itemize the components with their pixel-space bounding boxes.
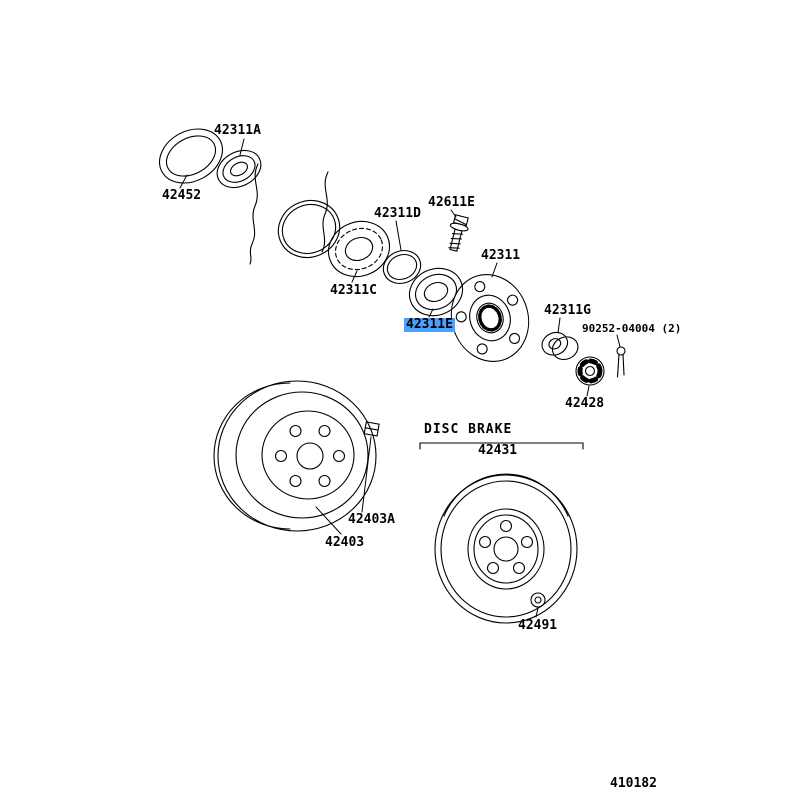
snap-ring-42311d-drawing (382, 249, 422, 285)
bearing-race-42311a-drawing (216, 149, 262, 189)
clip-42403a-drawing (363, 421, 380, 437)
section-title-disc-brake: DISC BRAKE (424, 422, 513, 437)
seal-42452-drawing (159, 128, 223, 184)
brake-drum-42403-drawing (213, 380, 377, 532)
part-label-42311e-selected[interactable]: 42311E (404, 318, 455, 332)
bolt-42611e-drawing (448, 214, 469, 252)
part-label-42403[interactable]: 42403 (325, 535, 365, 550)
part-label-42403a[interactable]: 42403A (348, 512, 395, 527)
part-label-42431[interactable]: 42431 (478, 443, 518, 458)
part-label-42311d[interactable]: 42311D (374, 206, 421, 221)
lock-cap-42428-drawing (575, 356, 605, 386)
disc-brake-bracket (419, 442, 584, 450)
part-label-42311a[interactable]: 42311A (214, 123, 261, 138)
part-label-42311e-highlight: 42311E (404, 317, 455, 332)
part-label-42311c[interactable]: 42311C (330, 283, 377, 298)
part-label-90252-04004[interactable]: 90252-04004 (2) (582, 322, 682, 335)
part-label-42311[interactable]: 42311 (481, 248, 521, 263)
hub-42311-drawing (450, 273, 530, 363)
washer-42311g-drawing (541, 331, 579, 361)
nut-42491-drawing (530, 592, 546, 608)
cotter-pin-drawing (616, 346, 626, 378)
doc-number: 410182 (610, 776, 657, 791)
bearing-42311c-drawing (327, 220, 391, 278)
dust-ring-drawing (277, 200, 341, 258)
leader-lines (179, 138, 621, 618)
part-label-42311g[interactable]: 42311G (544, 303, 591, 318)
part-label-42428[interactable]: 42428 (565, 396, 605, 411)
disc-rotor-42431-drawing (434, 473, 578, 624)
part-label-42611e[interactable]: 42611E (428, 195, 475, 210)
part-label-42491[interactable]: 42491 (518, 618, 558, 633)
part-label-42452[interactable]: 42452 (162, 188, 202, 203)
seal-42311e-drawing (408, 267, 464, 317)
break-lines (249, 163, 329, 265)
